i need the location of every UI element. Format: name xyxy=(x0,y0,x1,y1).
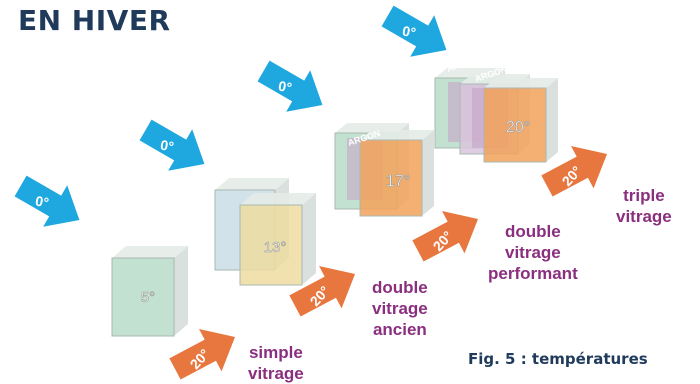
pane-triple-inner-top xyxy=(484,78,558,88)
cold-arrow-double-ancien-shape xyxy=(139,119,205,171)
pane-simple xyxy=(111,246,188,337)
pane-performant-inner-edge xyxy=(422,130,434,216)
pane-ancien-inner xyxy=(239,193,316,286)
label-line: simple xyxy=(248,343,303,362)
pane-ancien-inner-top xyxy=(240,193,316,205)
figure-caption: Fig. 5 : températures xyxy=(468,350,648,368)
pane-ancien-inner-edge xyxy=(302,193,316,285)
label-line: ancien xyxy=(372,320,427,339)
label-line: performant xyxy=(488,264,578,283)
cold-arrow-triple-shape xyxy=(381,5,447,57)
cold-arrow-double-ancien: 0° xyxy=(139,119,205,171)
pane-performant-inner xyxy=(359,130,434,217)
label-triple-vitrage: triple vitrage xyxy=(616,185,672,227)
label-simple-vitrage: simple vitrage xyxy=(248,342,304,384)
pane-triple-inner-face xyxy=(483,87,547,163)
label-double-vitrage-performant: double vitrage performant xyxy=(488,221,578,284)
cold-arrow-triple: 0° xyxy=(381,5,447,57)
label-line: double xyxy=(372,278,428,297)
cold-arrow-simple-shape xyxy=(14,175,80,227)
warm-arrow-triple: 20° xyxy=(541,145,608,197)
surface-temp-ancien: 13° xyxy=(264,239,287,256)
pane-simple-edge xyxy=(174,246,188,336)
label-line: vitrage xyxy=(504,243,561,262)
label-line: double xyxy=(505,222,561,241)
label-line: vitrage xyxy=(372,299,428,318)
label-line: triple xyxy=(623,186,665,205)
cold-arrow-simple: 0° xyxy=(14,175,80,227)
cold-arrow-double-performant-temp: 0° xyxy=(277,78,293,96)
label-line: vitrage xyxy=(248,364,304,383)
pane-ancien-inner-face xyxy=(239,204,303,286)
pane-triple-inner-edge xyxy=(546,78,558,162)
pane-performant-inner-top xyxy=(360,130,434,140)
surface-temp-triple: 20° xyxy=(506,119,530,136)
warm-arrow-double-performant-shape xyxy=(412,210,479,262)
warm-arrow-triple-shape xyxy=(541,145,608,197)
cold-arrow-double-performant-shape xyxy=(257,60,323,112)
label-line: vitrage xyxy=(616,207,672,226)
label-double-vitrage-ancien: double vitrage ancien xyxy=(372,277,428,340)
page-title: EN HIVER xyxy=(18,4,171,37)
surface-temp-performant: 17° xyxy=(386,173,410,190)
cold-arrow-simple-temp: 0° xyxy=(34,193,50,211)
pane-performant-inner-face xyxy=(359,139,423,217)
warm-arrow-double-ancien-shape xyxy=(289,265,356,317)
warm-arrow-simple-shape xyxy=(169,328,236,380)
surface-temp-simple: 5° xyxy=(141,289,155,306)
cold-arrow-double-performant: 0° xyxy=(257,60,323,112)
cold-arrow-double-ancien-temp: 0° xyxy=(159,137,175,155)
pane-ancien-outer-top xyxy=(215,178,289,190)
cold-arrow-triple-temp: 0° xyxy=(401,23,417,41)
pane-simple-face xyxy=(111,257,175,337)
pane-triple-inner xyxy=(483,78,558,163)
pane-simple-top xyxy=(112,246,188,258)
